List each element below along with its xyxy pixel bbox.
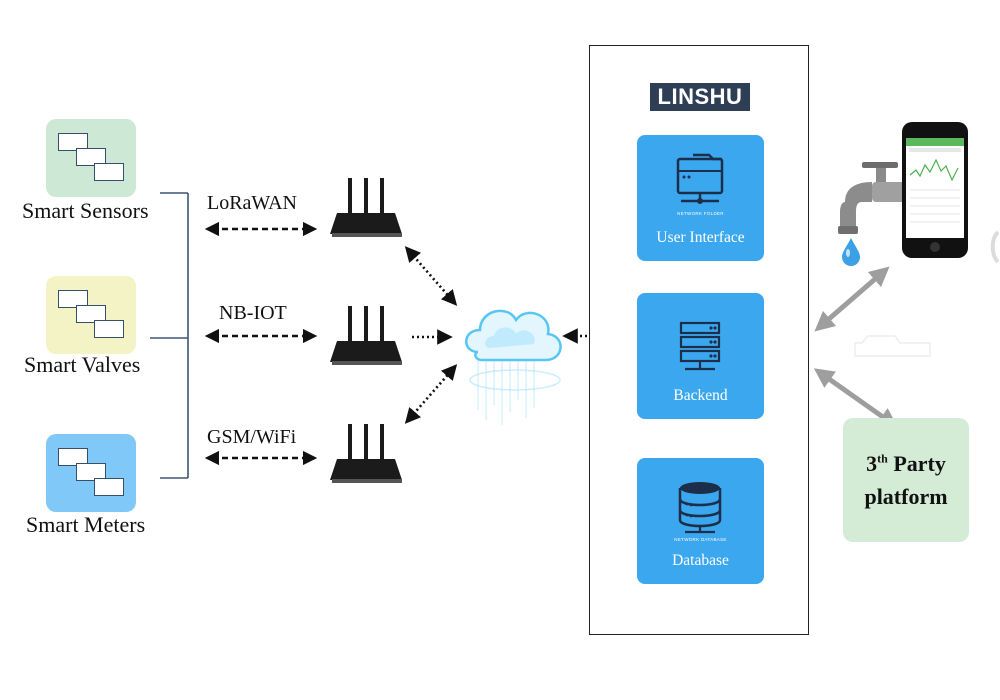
database-card: NETWORK DATABASE Database (637, 458, 764, 584)
window-icon (76, 305, 106, 323)
router-icon (330, 306, 402, 365)
user-interface-card: NETWORK FOLDER User Interface (637, 135, 764, 261)
phone-icon (902, 122, 968, 258)
lorawan-label: LoRaWAN (207, 192, 297, 214)
database-icon (678, 482, 722, 534)
server-icon (679, 321, 721, 371)
third-party-word: Party (893, 451, 946, 476)
third-party-line1: 3th Party (866, 447, 946, 480)
router-icon (330, 178, 402, 237)
gsm-wifi-label: GSM/WiFi (207, 426, 297, 448)
backend-card: Backend (637, 293, 764, 419)
nbiot-label: NB-IOT (219, 302, 287, 324)
window-icon (58, 290, 88, 308)
window-icon (94, 163, 124, 181)
database-label: Database (672, 552, 729, 569)
third-party-number: 3 (866, 451, 878, 476)
edge-ghost-icon (990, 230, 1000, 264)
ghost-icon (854, 335, 931, 357)
smart-meters-label: Smart Meters (26, 512, 146, 537)
device-bracket (150, 192, 189, 479)
smart-valves-label: Smart Valves (24, 352, 141, 377)
smart-sensors-label: Smart Sensors (22, 198, 149, 223)
external-arrows (813, 266, 899, 428)
user-interface-caption: NETWORK FOLDER (677, 211, 724, 216)
window-icon (94, 478, 124, 496)
window-icon (58, 133, 88, 151)
third-party-superscript: th (877, 451, 888, 466)
third-party-line2: platform (864, 484, 948, 509)
brand-logo: LINSHU (650, 83, 750, 111)
smart-meters-box (46, 434, 136, 512)
router-icon (330, 424, 402, 483)
window-icon (76, 463, 106, 481)
user-interface-label: User Interface (656, 229, 745, 246)
window-icon (58, 448, 88, 466)
folder-icon (676, 153, 724, 204)
cloud-icon (465, 309, 562, 425)
smart-valves-box (46, 276, 136, 354)
protocol-arrows (204, 221, 318, 466)
window-icon (94, 320, 124, 338)
smart-sensors-box (46, 119, 136, 197)
backend-label: Backend (673, 387, 728, 404)
database-caption: NETWORK DATABASE (674, 537, 727, 542)
third-party-platform-box: 3th Party platform (843, 418, 969, 542)
faucet-icon (838, 162, 912, 266)
window-icon (76, 148, 106, 166)
